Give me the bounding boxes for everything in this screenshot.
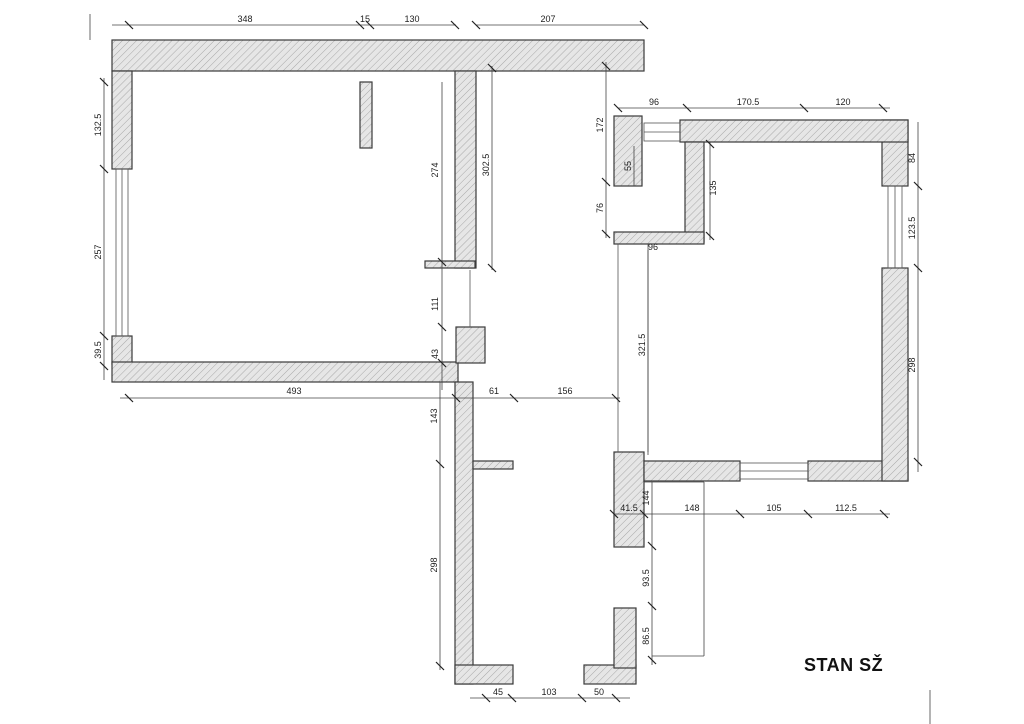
wall-bottom-left xyxy=(454,664,514,685)
wall-bottom-right xyxy=(583,664,637,685)
dim-45: 45 xyxy=(493,687,503,697)
dim-120: 120 xyxy=(835,97,850,107)
wall-top xyxy=(111,39,645,72)
wall-bath-left xyxy=(613,115,643,187)
dim-170-5: 170.5 xyxy=(737,97,760,107)
dim-132-5: 132.5 xyxy=(93,114,103,137)
dim-39-5: 39.5 xyxy=(93,341,103,359)
dim-123-5: 123.5 xyxy=(907,217,917,240)
dim-302-5: 302.5 xyxy=(481,154,491,177)
walls xyxy=(111,39,909,685)
dim-93-5: 93.5 xyxy=(641,569,651,587)
dim-55: 55 xyxy=(623,161,633,171)
dim-257: 257 xyxy=(93,244,103,259)
wall-right-bottom-a xyxy=(643,460,741,482)
dim-148: 148 xyxy=(684,503,699,513)
dim-172: 172 xyxy=(595,117,605,132)
dim-130: 130 xyxy=(404,14,419,24)
dim-493: 493 xyxy=(286,386,301,396)
dim-96-bath: 96 xyxy=(648,242,658,252)
wall-bath-bottom xyxy=(613,231,705,245)
wall-corridor-right-lower xyxy=(613,607,637,669)
dim-96-top: 96 xyxy=(649,97,659,107)
wall-partition-vertical xyxy=(454,70,477,269)
dim-135: 135 xyxy=(708,180,718,195)
plan-title: STAN SŽ xyxy=(804,655,884,675)
wall-partition-ledge xyxy=(424,260,476,269)
dim-61: 61 xyxy=(489,386,499,396)
wall-right-lower xyxy=(881,267,909,482)
dim-105: 105 xyxy=(766,503,781,513)
dim-103: 103 xyxy=(541,687,556,697)
dim-84: 84 xyxy=(907,153,917,163)
dim-274: 274 xyxy=(430,162,440,177)
dim-143: 143 xyxy=(429,408,439,423)
dim-76: 76 xyxy=(595,203,605,213)
dim-207: 207 xyxy=(540,14,555,24)
dim-144: 144 xyxy=(641,490,651,505)
dim-298-left: 298 xyxy=(429,557,439,572)
wall-right-top xyxy=(679,119,909,143)
dim-41-5: 41.5 xyxy=(620,503,638,513)
dimension-labels: 348 15 130 207 96 170.5 120 132.5 257 39… xyxy=(93,14,917,697)
dim-50: 50 xyxy=(594,687,604,697)
wall-stub xyxy=(359,81,373,149)
wall-left-room-bottom xyxy=(111,361,459,383)
dim-15: 15 xyxy=(360,14,370,24)
windows xyxy=(115,122,903,480)
dim-321-5: 321.5 xyxy=(637,334,647,357)
dim-43: 43 xyxy=(430,349,440,359)
wall-left-upper xyxy=(111,70,133,170)
dim-111: 111 xyxy=(430,297,440,311)
pillar xyxy=(455,326,486,364)
wall-left-lower xyxy=(111,335,133,365)
dimension-lines xyxy=(89,14,931,724)
dim-86-5: 86.5 xyxy=(641,627,651,645)
wall-corridor-left xyxy=(454,381,474,685)
wall-bath-right xyxy=(684,141,705,243)
dim-348: 348 xyxy=(237,14,252,24)
wall-corridor-left-ledge xyxy=(472,460,514,470)
dim-112-5: 112.5 xyxy=(835,503,857,513)
dim-156: 156 xyxy=(557,386,572,396)
dim-298-right: 298 xyxy=(907,357,917,372)
wall-corridor-right-mid xyxy=(613,451,645,548)
